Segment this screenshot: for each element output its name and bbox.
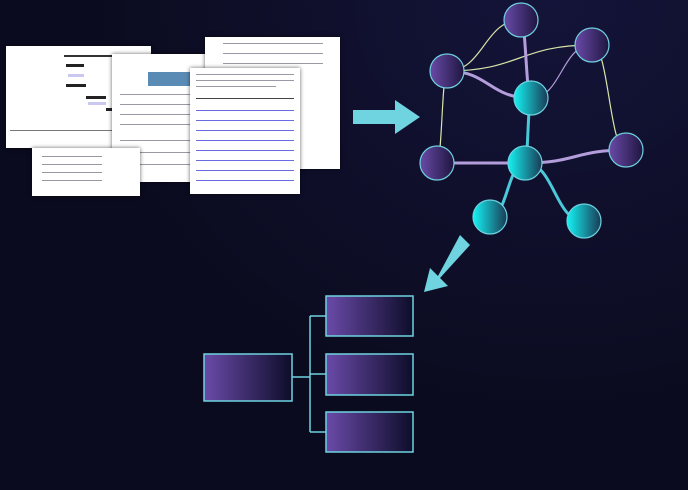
document-reference-table <box>190 68 300 194</box>
graph-node-teal <box>566 203 602 239</box>
hierarchy-child-box <box>325 295 414 337</box>
graph-node-purple <box>608 132 644 168</box>
graph-node-purple <box>574 27 610 63</box>
graph-node-teal <box>513 80 549 116</box>
arrow-down-left-icon <box>424 235 470 292</box>
graph-edge <box>446 44 593 72</box>
hierarchy-child-box <box>325 353 414 396</box>
arrow-right-icon <box>353 100 420 134</box>
hierarchy-child-box <box>325 411 414 453</box>
graph-node-purple <box>429 53 465 89</box>
hierarchy-connectors <box>292 315 326 433</box>
hierarchy-root-box <box>203 353 293 402</box>
graph-node-teal <box>507 145 543 181</box>
graph-node-teal <box>472 199 508 235</box>
document-glossary-page <box>32 148 140 196</box>
graph-node-purple <box>419 145 455 181</box>
graph-node-purple <box>503 2 539 38</box>
hierarchy-boxes <box>203 295 414 453</box>
